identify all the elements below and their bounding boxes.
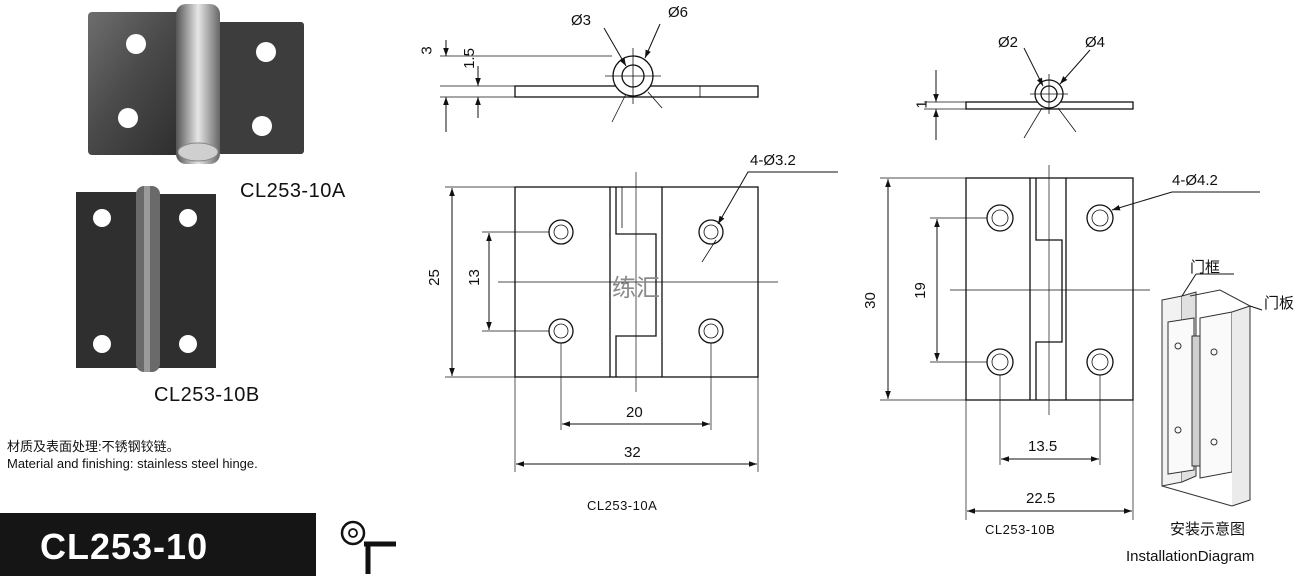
installation-label-frame: 门框 [1190, 259, 1221, 276]
installation-label-door: 门板 [1264, 295, 1295, 312]
model-label-a: CL253-10A [240, 180, 346, 202]
dim-a-hole-pitch-h: 20 [626, 404, 643, 421]
drawing-b-front-view [880, 165, 1260, 520]
dim-b-hole-pitch-h: 13.5 [1028, 438, 1058, 455]
drawing-a-top-view [440, 23, 759, 132]
hinge-photo-a [88, 4, 304, 164]
material-note-zh: 材质及表面处理:不锈钢铰链。 [7, 439, 180, 454]
drawing-b-caption: CL253-10B [985, 522, 1056, 537]
dim-b-hole-pitch-v: 19 [911, 282, 929, 299]
dim-a-holes: 4-Ø3.2 [750, 152, 796, 169]
dim-a-height: 25 [425, 269, 443, 286]
dim-a-hole-pitch-v: 13 [465, 269, 483, 286]
drawing-a-caption: CL253-10A [587, 498, 658, 513]
dim-a-knuckle-dia: Ø6 [668, 4, 689, 21]
dim-a-leaf-thickness: 1.5 [460, 48, 478, 69]
dim-a-width: 32 [624, 444, 641, 461]
hinge-symbol-icon [340, 520, 396, 574]
model-label-b: CL253-10B [154, 384, 260, 406]
drawing-b-top-view [924, 47, 1134, 140]
material-note-en: Material and finishing: stainless steel … [7, 456, 258, 471]
dim-a-pin-dia: Ø3 [571, 12, 592, 29]
installation-caption-zh: 安装示意图 [1170, 521, 1246, 538]
drawing-a-front-view [445, 171, 838, 472]
dim-b-knuckle-dia: Ø4 [1085, 34, 1106, 51]
dim-b-height: 30 [861, 292, 879, 309]
dim-a-height-total: 3 [418, 46, 436, 55]
series-banner: CL253-10 [0, 513, 316, 576]
watermark-text: 练汇 [612, 274, 660, 302]
installation-caption-en: InstallationDiagram [1126, 548, 1255, 565]
dim-b-holes: 4-Ø4.2 [1172, 172, 1218, 189]
series-title: CL253-10 [40, 526, 209, 567]
dim-b-width: 22.5 [1026, 490, 1056, 507]
hinge-photo-b [76, 186, 216, 372]
dim-b-leaf-thickness: 1 [913, 100, 931, 109]
installation-diagram [1161, 273, 1263, 507]
dim-b-pin-dia: Ø2 [998, 34, 1019, 51]
